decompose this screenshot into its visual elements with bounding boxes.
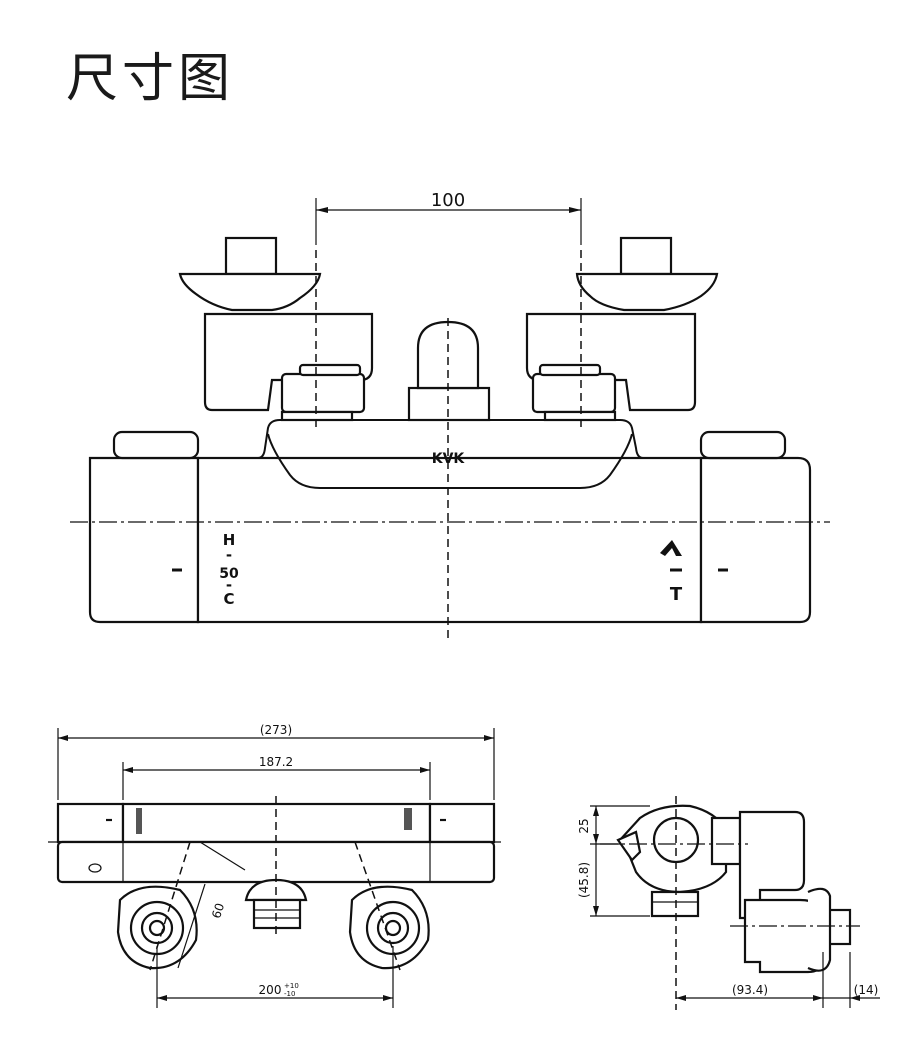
dim-187-label: 187.2 xyxy=(259,755,293,769)
flow-arrow-icon xyxy=(660,540,682,556)
dim-93-label: (93.4) xyxy=(732,983,768,997)
bottom-view: (273) 187.2 xyxy=(48,723,504,1008)
front-view: 100 KVK H - 50 - C T xyxy=(70,190,830,640)
valve-body: KVK xyxy=(88,419,812,624)
scale-c: C xyxy=(223,590,234,608)
dim-200-tol-upper: +10 xyxy=(284,982,299,990)
left-union xyxy=(116,841,246,971)
temperature-scale: H - 50 - C T xyxy=(172,531,728,608)
page-title: 尺寸图 xyxy=(66,49,235,109)
dim-273-label: (273) xyxy=(260,723,292,737)
center-outlet xyxy=(407,320,491,422)
right-union xyxy=(348,841,430,971)
dim-60-label: 60 xyxy=(209,901,227,920)
scale-dash-1: - xyxy=(226,546,232,564)
dim-200-tol-lower: -10 xyxy=(284,990,295,998)
side-view: 25 (45.8) (93.4) (14) xyxy=(577,796,880,1010)
scale-50: 50 xyxy=(219,566,239,582)
left-connector xyxy=(178,236,374,422)
kvk-logo: KVK xyxy=(432,451,466,467)
dim-100-label: 100 xyxy=(431,190,465,211)
scale-h: H xyxy=(223,531,236,549)
right-symbol: T xyxy=(670,584,683,605)
dim-25-label: 25 xyxy=(577,818,591,833)
dim-45-label: (45.8) xyxy=(577,862,591,898)
dim-14-label: (14) xyxy=(854,983,879,997)
right-connector xyxy=(525,236,719,422)
dimension-100: 100 xyxy=(315,190,582,245)
dim-200-label: 200 xyxy=(259,983,282,997)
scale-dash-2: - xyxy=(226,576,232,594)
